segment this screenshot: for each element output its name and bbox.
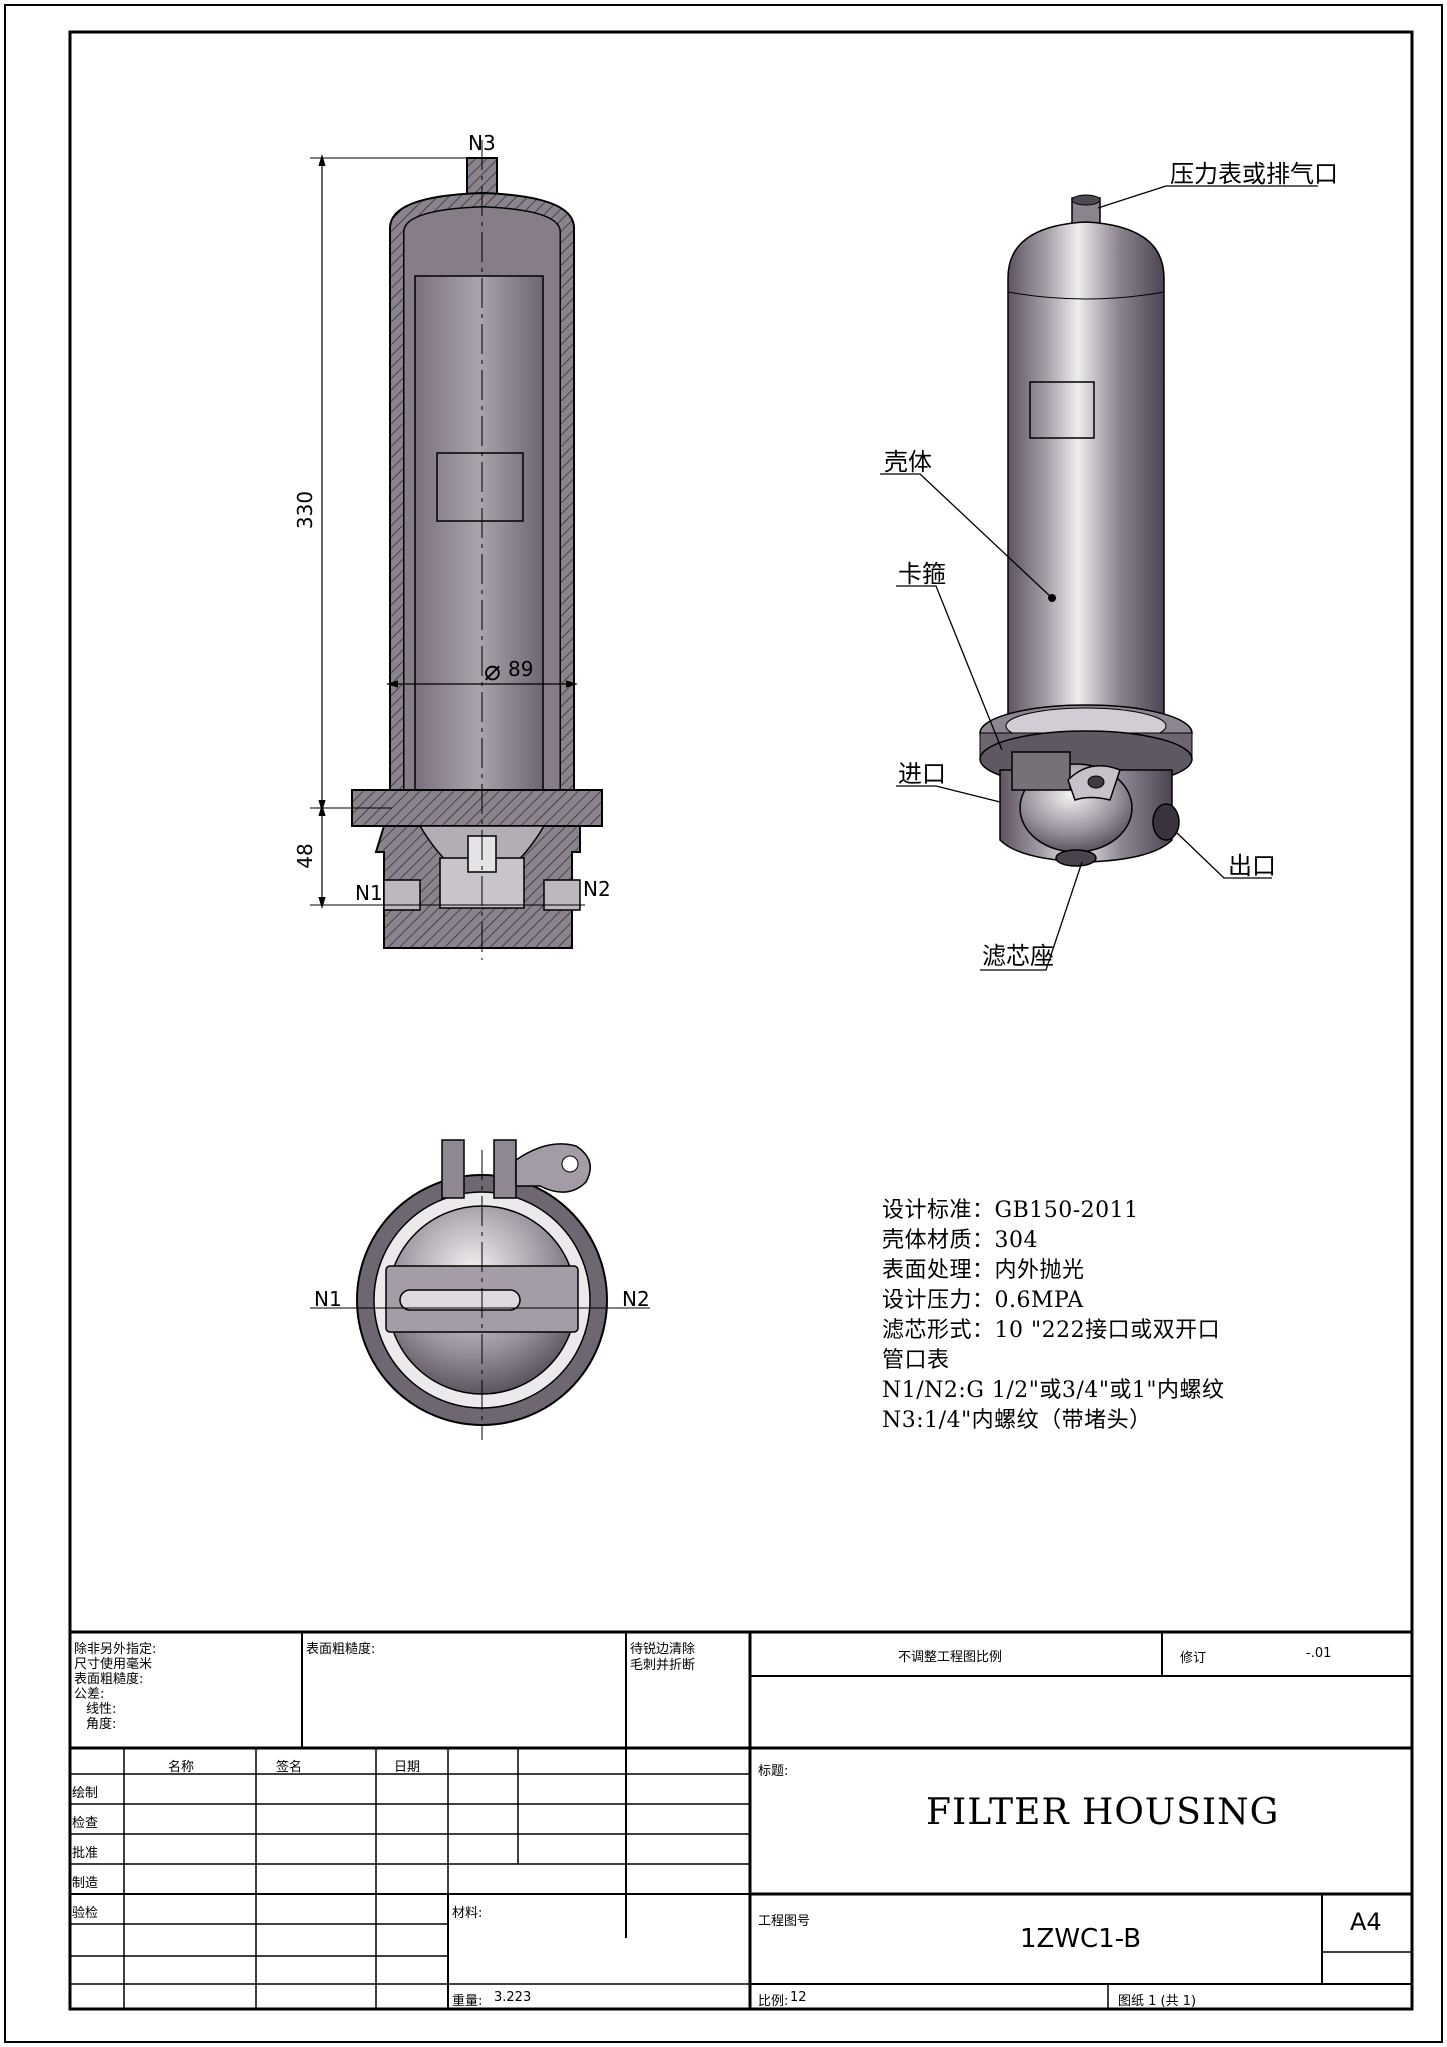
- dim-89-text: 89: [508, 657, 533, 681]
- revision-value: -.01: [1306, 1646, 1332, 1661]
- sheet-inner-border: [68, 30, 1414, 2011]
- leader-shell-dot: [1048, 594, 1056, 602]
- title-block: [70, 1630, 1412, 2009]
- row-checked: 检查: [72, 1816, 99, 1831]
- general-note-5: 线性:: [86, 1702, 117, 1717]
- note-n3: N3:1/4"内螺纹（带堵头）: [882, 1408, 1152, 1433]
- section-view: 330 48 ⌀ 89 N3 N1 N2: [293, 131, 611, 960]
- callout-gauge: 压力表或排气口: [1170, 160, 1338, 188]
- col-date: 日期: [394, 1760, 421, 1775]
- row-approved: 批准: [72, 1846, 99, 1861]
- note-finish: 表面处理：内外抛光: [882, 1258, 1085, 1283]
- leader-outlet: [1175, 831, 1272, 879]
- design-notes: 设计标准：GB150-2011 壳体材质：304 表面处理：内外抛光 设计压力：…: [882, 1196, 1225, 1436]
- label-n3: N3: [468, 131, 496, 155]
- leader-clamp: [896, 585, 1003, 751]
- weight-value: 3.223: [494, 1990, 532, 2005]
- note-standard: 设计标准：GB150-2011: [882, 1198, 1139, 1223]
- top-label-n2: N2: [622, 1287, 650, 1311]
- top-clamp-left: [441, 1139, 465, 1199]
- iso-clamp-block: [1011, 751, 1071, 791]
- label-plate: [436, 452, 524, 522]
- general-note-2: 尺寸使用毫米: [74, 1657, 153, 1672]
- deburr-note-2: 毛刺并折断: [630, 1658, 696, 1673]
- general-note-1: 除非另外指定:: [74, 1642, 157, 1657]
- scale-label: 比例:: [758, 1994, 789, 2009]
- weight-label: 重量:: [452, 1994, 483, 2009]
- leader-seat: [980, 861, 1083, 971]
- general-note-6: 角度:: [86, 1717, 117, 1732]
- title-label: 标题:: [758, 1764, 789, 1779]
- top-wing-nut: [515, 1143, 591, 1193]
- surface-roughness-label: 表面粗糙度:: [306, 1642, 376, 1657]
- leader-shell: [880, 473, 1053, 599]
- callout-clamp: 卡箍: [898, 560, 946, 588]
- callout-shell: 壳体: [884, 448, 932, 476]
- top-slot: [399, 1289, 521, 1311]
- row-drawn: 绘制: [72, 1786, 99, 1801]
- dim-330-text: 330: [293, 491, 317, 529]
- leader-inlet: [896, 785, 1001, 803]
- sheet-outer-border: [4, 4, 1443, 2043]
- filter-cartridge: [414, 275, 544, 809]
- top-label-n1: N1: [314, 1287, 342, 1311]
- material-label: 材料:: [452, 1906, 483, 1921]
- top-wing-hole: [561, 1155, 579, 1173]
- deburr-note-1: 待锐边清除: [630, 1642, 696, 1657]
- scale-value: 12: [790, 1990, 807, 2005]
- drawing-title: FILTER HOUSING: [926, 1792, 1280, 1833]
- label-n1: N1: [355, 881, 383, 905]
- note-n1-n2: N1/N2:G 1/2"或3/4"或1"内螺纹: [882, 1378, 1225, 1403]
- general-note-3: 表面粗糙度:: [74, 1672, 144, 1687]
- revision-label: 修订: [1180, 1651, 1207, 1666]
- row-manufactured: 制造: [72, 1876, 99, 1891]
- leader-gauge: [1097, 185, 1318, 209]
- iso-clamp-hole: [1087, 775, 1105, 789]
- dim-89-symbol: ⌀: [484, 654, 501, 687]
- note-cartridge: 滤芯形式：10 "222接口或双开口: [882, 1318, 1221, 1343]
- label-n2: N2: [583, 877, 611, 901]
- sheet-count: 图纸 1 (共 1): [1118, 1994, 1197, 2009]
- no-scale-note: 不调整工程图比例: [898, 1650, 1003, 1665]
- drawing-number: 1ZWC1-B: [1020, 1924, 1142, 1954]
- note-pressure: 设计压力：0.6MPA: [882, 1288, 1084, 1313]
- iso-shell: [1007, 221, 1165, 721]
- general-note-4: 公差:: [74, 1687, 105, 1702]
- top-clamp-right: [493, 1139, 517, 1199]
- iso-dome-line: [1007, 291, 1165, 300]
- row-inspected: 验检: [72, 1906, 99, 1921]
- iso-outlet: [1152, 803, 1180, 841]
- col-signature: 签名: [276, 1760, 303, 1775]
- sheet-size: A4: [1350, 1908, 1382, 1936]
- callout-inlet: 进口: [898, 760, 946, 788]
- callout-outlet: 出口: [1228, 852, 1276, 880]
- top-view: N1 N2: [310, 1139, 650, 1440]
- drawing-number-label: 工程图号: [758, 1914, 811, 1929]
- iso-gauge-port-top: [1071, 194, 1101, 206]
- callout-seat: 滤芯座: [982, 942, 1054, 970]
- col-name: 名称: [168, 1760, 195, 1775]
- dim-48-text: 48: [293, 843, 317, 868]
- iso-bottom-port: [1055, 849, 1097, 867]
- note-material: 壳体材质：304: [882, 1228, 1038, 1253]
- isometric-view: 压力表或排气口 壳体 卡箍 进口 出口 滤芯座: [880, 160, 1338, 971]
- note-nozzle-table: 管口表: [882, 1348, 950, 1373]
- iso-label-plate: [1029, 381, 1095, 439]
